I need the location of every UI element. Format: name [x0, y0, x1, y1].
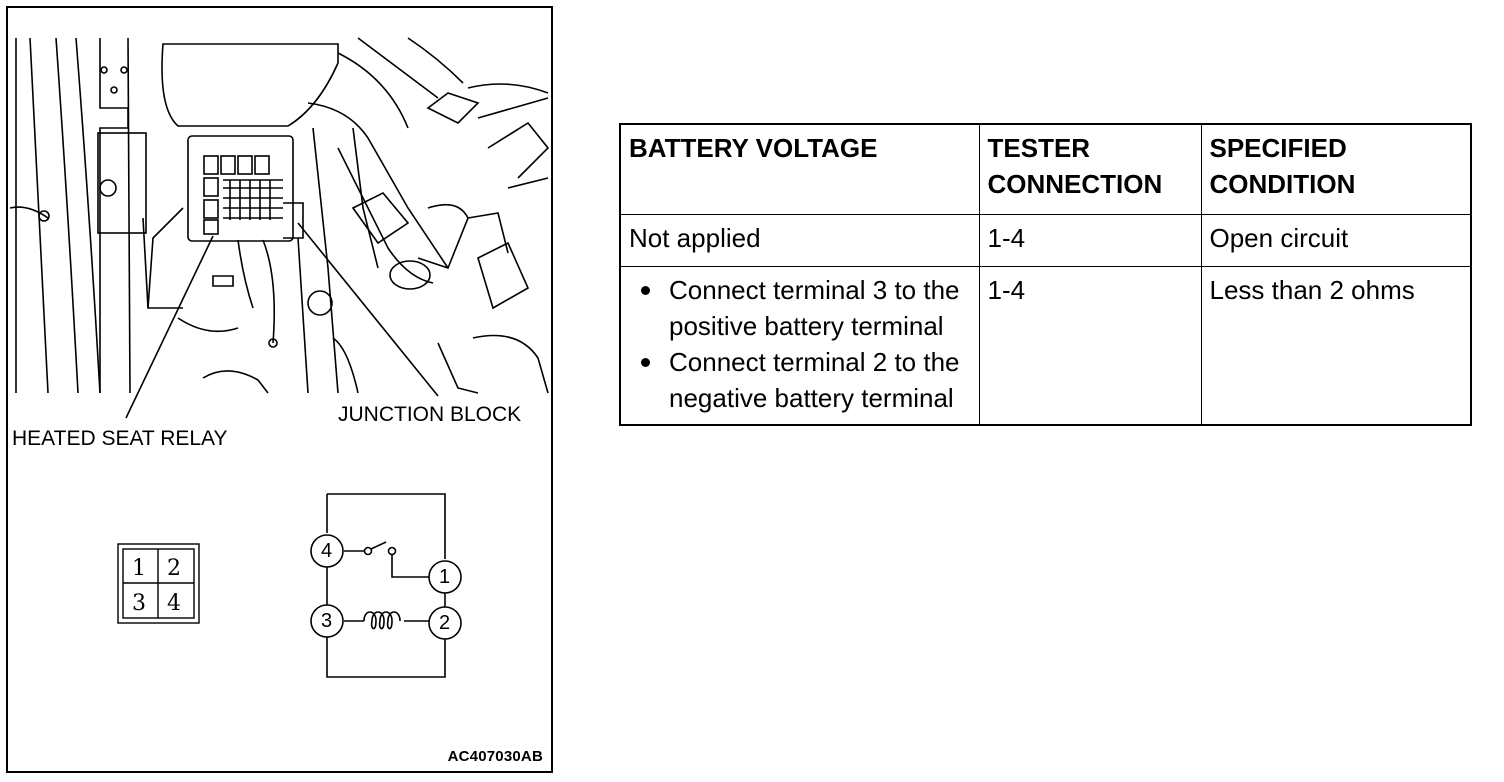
cell-voltage: Not applied	[619, 214, 980, 267]
schematic-terminal-4: 4	[321, 540, 333, 562]
terminal-4-circle	[310, 534, 344, 568]
relay-connector-view	[117, 543, 200, 624]
pillar-lines	[9, 37, 183, 394]
header-specified-condition: SPECIFIED CONDITION	[1200, 123, 1472, 215]
list-item: Connect terminal 3 to the positive batte…	[641, 272, 971, 344]
heated-seat-relay-label: HEATED SEAT RELAY	[12, 427, 228, 450]
terminal-2-circle	[428, 606, 462, 640]
connector-pin-3: 3	[132, 591, 146, 616]
cell-connection: 1-4	[978, 266, 1202, 426]
cell-voltage: Connect terminal 3 to the positive batte…	[619, 266, 980, 426]
schematic-terminal-1: 1	[439, 566, 451, 588]
connector-pin-2: 2	[167, 556, 181, 581]
terminal-1-circle	[428, 560, 462, 594]
header-battery-voltage: BATTERY VOLTAGE	[619, 123, 980, 215]
schematic-terminal-2: 2	[439, 612, 451, 634]
junction-block-drawing	[147, 135, 304, 348]
table-row: Connect terminal 3 to the positive batte…	[619, 266, 1472, 426]
list-item: Connect terminal 2 to the negative batte…	[641, 344, 971, 416]
junction-leader-line	[297, 222, 439, 397]
figure-panel: 1 2 3 4 4 1 3 2 HEATED SEAT RELAY JUNCTI…	[6, 6, 553, 773]
relay-leader-line	[125, 235, 214, 419]
relay-check-table: BATTERY VOLTAGE TESTER CONNECTION SPECIF…	[619, 123, 1472, 426]
header-tester-connection: TESTER CONNECTION	[978, 123, 1202, 215]
terminal-3-circle	[310, 604, 344, 638]
connector-pin-1: 1	[132, 556, 146, 581]
schematic-terminal-3: 3	[321, 610, 333, 632]
cell-connection: 1-4	[978, 214, 1202, 267]
vehicle-illustration	[9, 37, 550, 678]
connector-pin-4: 4	[167, 591, 181, 616]
table-row: Not applied 1-4 Open circuit	[619, 214, 1472, 267]
junction-block-label: JUNCTION BLOCK	[338, 403, 522, 426]
pedal-assembly	[177, 102, 550, 394]
cell-condition: Less than 2 ohms	[1200, 266, 1472, 426]
table-header-row: BATTERY VOLTAGE TESTER CONNECTION SPECIF…	[619, 123, 1472, 215]
relay-schematic	[310, 493, 462, 678]
cell-condition: Open circuit	[1200, 214, 1472, 267]
dash-housing	[161, 37, 549, 129]
figure-id: AC407030AB	[447, 748, 543, 765]
voltage-instruction-list: Connect terminal 3 to the positive batte…	[629, 272, 971, 416]
